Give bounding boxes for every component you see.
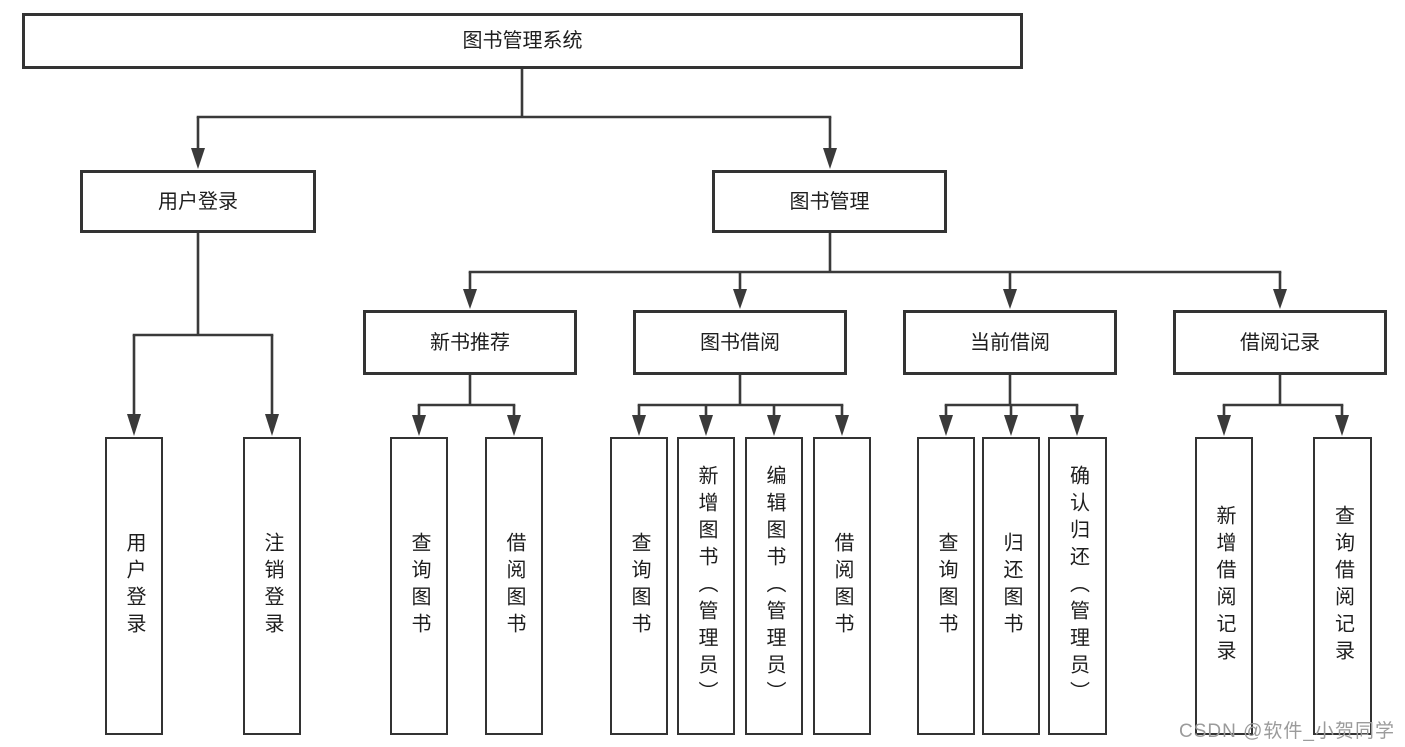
node-leaf-add-borrow-record: 新增借阅记录 [1195,437,1253,735]
node-borrow-record: 借阅记录 [1173,310,1387,375]
node-leaf-borrow-books-2: 借阅图书 [813,437,871,735]
connector-root-branch [191,69,837,169]
connector-new-book-branch [412,375,521,436]
node-book-borrow: 图书借阅 [633,310,847,375]
connector-user-login-branch [127,233,279,436]
connector-current-borrow-branch [939,375,1084,436]
node-leaf-query-borrow-record: 查询借阅记录 [1313,437,1372,735]
node-new-book-recommend: 新书推荐 [363,310,577,375]
node-leaf-query-books-1: 查询图书 [390,437,448,735]
node-leaf-logout: 注销登录 [243,437,301,735]
connector-book-borrow-branch [632,375,849,436]
node-leaf-query-books-3: 查询图书 [917,437,975,735]
node-leaf-add-books-admin: 新增图书（管理员） [677,437,735,735]
node-root: 图书管理系统 [22,13,1023,69]
node-leaf-confirm-return-admin: 确认归还（管理员） [1048,437,1107,735]
node-leaf-edit-books-admin: 编辑图书（管理员） [745,437,803,735]
node-book-management: 图书管理 [712,170,947,233]
node-leaf-query-books-2: 查询图书 [610,437,668,735]
connector-book-management-branch [463,233,1287,309]
node-leaf-return-books: 归还图书 [982,437,1040,735]
node-user-login: 用户登录 [80,170,316,233]
watermark-text: CSDN @软件_小贺同学 [1179,721,1395,742]
node-leaf-borrow-books-1: 借阅图书 [485,437,543,735]
node-leaf-user-login: 用户登录 [105,437,163,735]
connector-borrow-record-branch [1217,375,1349,436]
node-current-borrow: 当前借阅 [903,310,1117,375]
